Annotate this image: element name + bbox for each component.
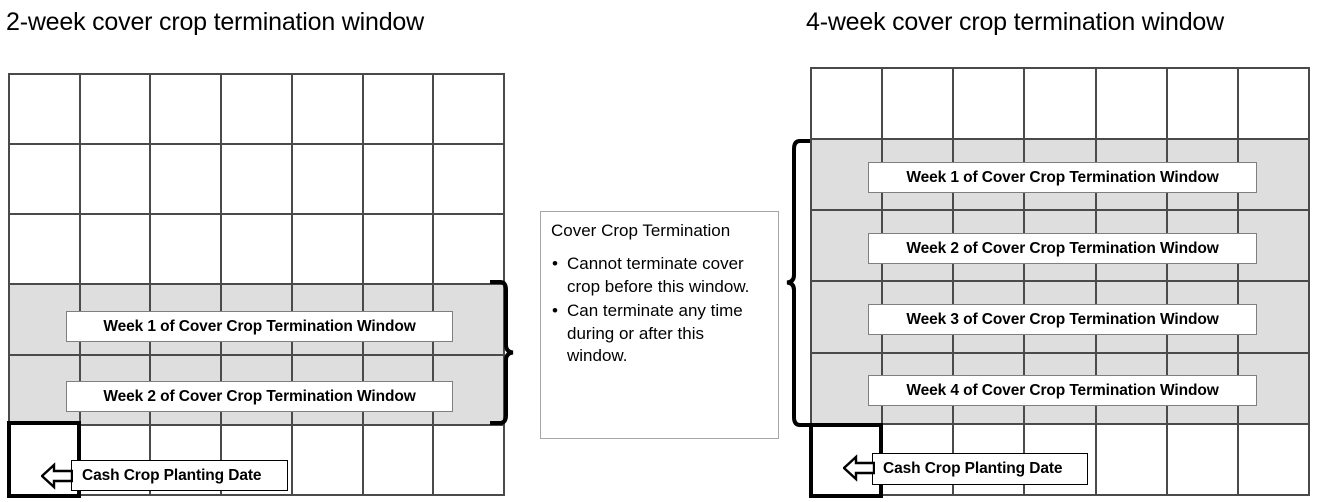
calendar-cell xyxy=(80,215,152,286)
calendar-cell xyxy=(1167,424,1239,496)
calendar-cell xyxy=(222,75,293,146)
left-arrow-icon xyxy=(41,462,73,490)
info-box-bullet-list: Cannot terminate cover crop before this … xyxy=(551,253,768,367)
calendar-grid-four-week xyxy=(810,67,1310,496)
calendar-cell xyxy=(151,145,223,216)
panel-two-week: 2-week cover crop termination window xyxy=(0,0,560,502)
calendar-cell xyxy=(363,75,435,146)
calendar-grid-two-week xyxy=(8,73,505,496)
calendar-cell xyxy=(1238,424,1310,496)
cash-crop-planting-date-chip-two-week: Cash Crop Planting Date xyxy=(71,460,288,491)
calendar-cell xyxy=(1238,69,1310,141)
cover-crop-termination-info-box: Cover Crop Termination Cannot terminate … xyxy=(540,211,779,439)
calendar-cell xyxy=(151,75,223,146)
left-arrow-icon xyxy=(843,454,875,482)
brace-two-week xyxy=(490,280,514,425)
calendar-cell xyxy=(1096,69,1168,141)
calendar-cell xyxy=(883,69,955,141)
calendar-cell xyxy=(363,145,435,216)
week-label-chip-2-two-week: Week 2 of Cover Crop Termination Window xyxy=(66,381,453,412)
calendar-cell xyxy=(10,75,81,146)
calendar-cell xyxy=(434,145,505,216)
calendar-cell xyxy=(292,425,364,496)
week-label-chip-1-four-week: Week 1 of Cover Crop Termination Window xyxy=(868,162,1257,193)
info-box-bullet: Cannot terminate cover crop before this … xyxy=(551,253,768,298)
info-box-title: Cover Crop Termination xyxy=(551,221,731,240)
planting-date-cell-outline-two-week xyxy=(7,421,81,498)
calendar-cell-shaded xyxy=(812,140,884,212)
planting-date-cell-outline-four-week xyxy=(809,423,883,498)
calendar-cell xyxy=(292,145,364,216)
calendar-cell xyxy=(434,215,505,286)
calendar-cell xyxy=(292,75,364,146)
calendar-cell xyxy=(1025,69,1097,141)
week-label-chip-4-four-week: Week 4 of Cover Crop Termination Window xyxy=(868,375,1257,406)
week-label-chip-2-four-week: Week 2 of Cover Crop Termination Window xyxy=(868,233,1257,264)
calendar-cell xyxy=(292,215,364,286)
calendar-cell xyxy=(434,425,505,496)
calendar-cell xyxy=(363,215,435,286)
calendar-cell xyxy=(80,145,152,216)
calendar-cell xyxy=(954,69,1026,141)
calendar-cell xyxy=(151,215,223,286)
calendar-cell xyxy=(812,69,884,141)
panel-title-four-week: 4-week cover crop termination window xyxy=(806,8,1224,36)
calendar-cell xyxy=(434,75,505,146)
calendar-cell xyxy=(10,145,81,216)
calendar-cell xyxy=(1096,424,1168,496)
panel-title-two-week: 2-week cover crop termination window xyxy=(6,8,424,36)
calendar-cell xyxy=(80,75,152,146)
cash-crop-planting-date-chip-four-week: Cash Crop Planting Date xyxy=(872,453,1088,485)
info-box-bullet: Can terminate any time during or after t… xyxy=(551,300,768,367)
week-label-chip-1-two-week: Week 1 of Cover Crop Termination Window xyxy=(66,311,453,342)
calendar-cell xyxy=(222,145,293,216)
calendar-cell xyxy=(222,215,293,286)
calendar-cell xyxy=(10,215,81,286)
brace-four-week xyxy=(786,139,810,427)
panel-four-week: 4-week cover crop termination window xyxy=(790,0,1318,502)
calendar-cell xyxy=(363,425,435,496)
calendar-cell xyxy=(1167,69,1239,141)
week-label-chip-3-four-week: Week 3 of Cover Crop Termination Window xyxy=(868,304,1257,335)
